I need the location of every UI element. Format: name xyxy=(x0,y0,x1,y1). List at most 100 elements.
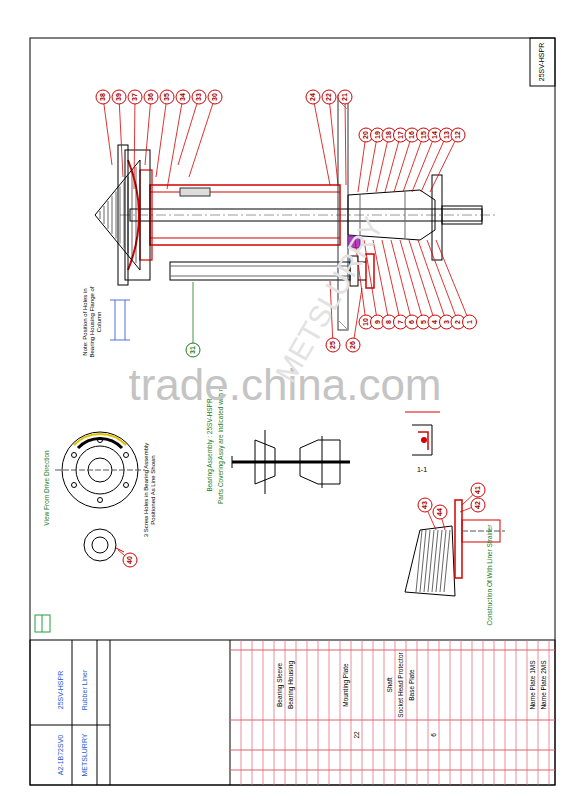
callout-number: 15 xyxy=(419,131,427,139)
callout-number: 44 xyxy=(436,508,444,516)
leader-line xyxy=(376,142,387,192)
drawing-label: Bearing Assembly : 25SV-HSPR xyxy=(206,398,213,491)
drawing-label: View From Drive Direction xyxy=(43,450,50,525)
drawing-label: METSLURRY xyxy=(80,733,88,776)
callout-number: 8 xyxy=(385,320,393,324)
callout-number: 24 xyxy=(309,93,317,101)
callout-circle xyxy=(128,90,142,104)
drawing-label: Name Plate 2MS xyxy=(540,660,547,709)
callout-number: 19 xyxy=(373,131,381,139)
callout-number: 3 xyxy=(442,320,450,324)
leader-line xyxy=(400,240,422,315)
callout-number: 6 xyxy=(408,320,416,324)
drawing-label: Base Plate xyxy=(408,669,415,700)
callout-circle xyxy=(144,90,158,104)
leader-line xyxy=(104,104,112,165)
drawing-label: 25SV-HSPR xyxy=(538,43,546,82)
callout-circle xyxy=(176,90,190,104)
callout-number: 35 xyxy=(163,93,171,101)
callout-number: 1 xyxy=(465,320,473,324)
callout-number: 39 xyxy=(115,93,123,101)
callout-circle xyxy=(326,338,340,352)
drawing-label: Rubber Liner xyxy=(80,670,88,710)
callout-number: 4 xyxy=(431,320,439,324)
leader-line xyxy=(436,240,467,316)
drawing-label: Name Plate 1MS xyxy=(529,660,536,709)
callout-circle xyxy=(471,498,485,512)
leader-line xyxy=(462,495,473,505)
callout-number: 43 xyxy=(421,501,429,509)
callout-number: 42 xyxy=(474,501,482,509)
drawing-label: 1-1 xyxy=(417,466,427,474)
drawing-label: Bearing Housing xyxy=(287,661,294,709)
callout-circle xyxy=(471,483,485,497)
leader-line xyxy=(118,550,125,556)
leader-line xyxy=(442,519,445,530)
leader-line xyxy=(403,142,421,192)
callout-number: 22 xyxy=(325,93,333,101)
drawing-label: Socket Head Protector xyxy=(397,652,404,717)
leader-line xyxy=(193,282,194,343)
callout-number: 30 xyxy=(211,93,219,101)
callout-circle xyxy=(322,90,336,104)
callout-number: 33 xyxy=(195,93,203,101)
leader-line xyxy=(178,104,197,165)
callout-circle xyxy=(112,90,126,104)
callout-circle xyxy=(451,128,465,142)
callout-circle xyxy=(96,90,110,104)
leader-line xyxy=(421,141,444,192)
leader-line xyxy=(460,508,471,512)
callout-number: 20 xyxy=(362,131,370,139)
callout-circle xyxy=(463,315,477,329)
drawing-label: Mounting Plate xyxy=(342,663,349,706)
drawing-label: Construction Of With Liner Strainer xyxy=(486,515,493,635)
callout-circle xyxy=(186,343,200,357)
drawing-label: Bearing Sleeve xyxy=(276,663,283,707)
callout-number: 2 xyxy=(454,320,462,324)
leader-line xyxy=(428,511,436,530)
callout-number: 18 xyxy=(385,131,393,139)
leader-line xyxy=(134,104,136,189)
leader-line xyxy=(189,104,213,177)
leader-line xyxy=(119,104,123,177)
leader-line xyxy=(367,142,376,192)
section-detail xyxy=(412,425,432,455)
strainer xyxy=(95,160,140,270)
drawing-label: 6 xyxy=(430,733,437,737)
callout-number: 14 xyxy=(431,131,439,139)
callout-number: 12 xyxy=(454,131,462,139)
shaft-assembly xyxy=(232,430,350,494)
callout-number: 7 xyxy=(396,320,404,324)
leader-line xyxy=(391,240,410,315)
callout-number: 37 xyxy=(131,93,139,101)
drawing-label: 22 xyxy=(353,731,360,738)
sheet-border xyxy=(30,38,555,785)
leader-line xyxy=(358,142,365,192)
flange-view xyxy=(55,432,145,561)
callout-number: 36 xyxy=(147,93,155,101)
leader-line xyxy=(145,104,150,165)
leader-line xyxy=(394,142,410,192)
callout-circle xyxy=(338,90,352,104)
leader-line xyxy=(430,141,455,192)
title-block xyxy=(30,640,555,785)
callout-circle xyxy=(418,498,432,512)
drawing-label: Note: Position of Holes in Bearing Housi… xyxy=(82,282,103,362)
drawing-label: 3 Screw Holes in Bearing Assembly Positi… xyxy=(143,435,157,545)
callout-circle xyxy=(306,90,320,104)
drawing-number-box xyxy=(530,38,555,86)
callout-number: 40 xyxy=(126,556,134,564)
callout-number: 31 xyxy=(189,346,197,354)
leader-line xyxy=(167,104,182,189)
leader-line xyxy=(330,104,338,185)
callout-number: 26 xyxy=(349,341,357,349)
callout-number: 34 xyxy=(179,93,187,101)
drawing-label: Shaft xyxy=(386,677,393,692)
callout-number: 16 xyxy=(408,131,416,139)
drive-flange xyxy=(432,175,442,260)
leader-line xyxy=(314,104,330,185)
callout-number: 25 xyxy=(329,341,337,349)
leader-line xyxy=(409,240,433,315)
drawing-label: A2-1B72SV0 xyxy=(57,735,65,775)
leader-line xyxy=(156,104,166,177)
